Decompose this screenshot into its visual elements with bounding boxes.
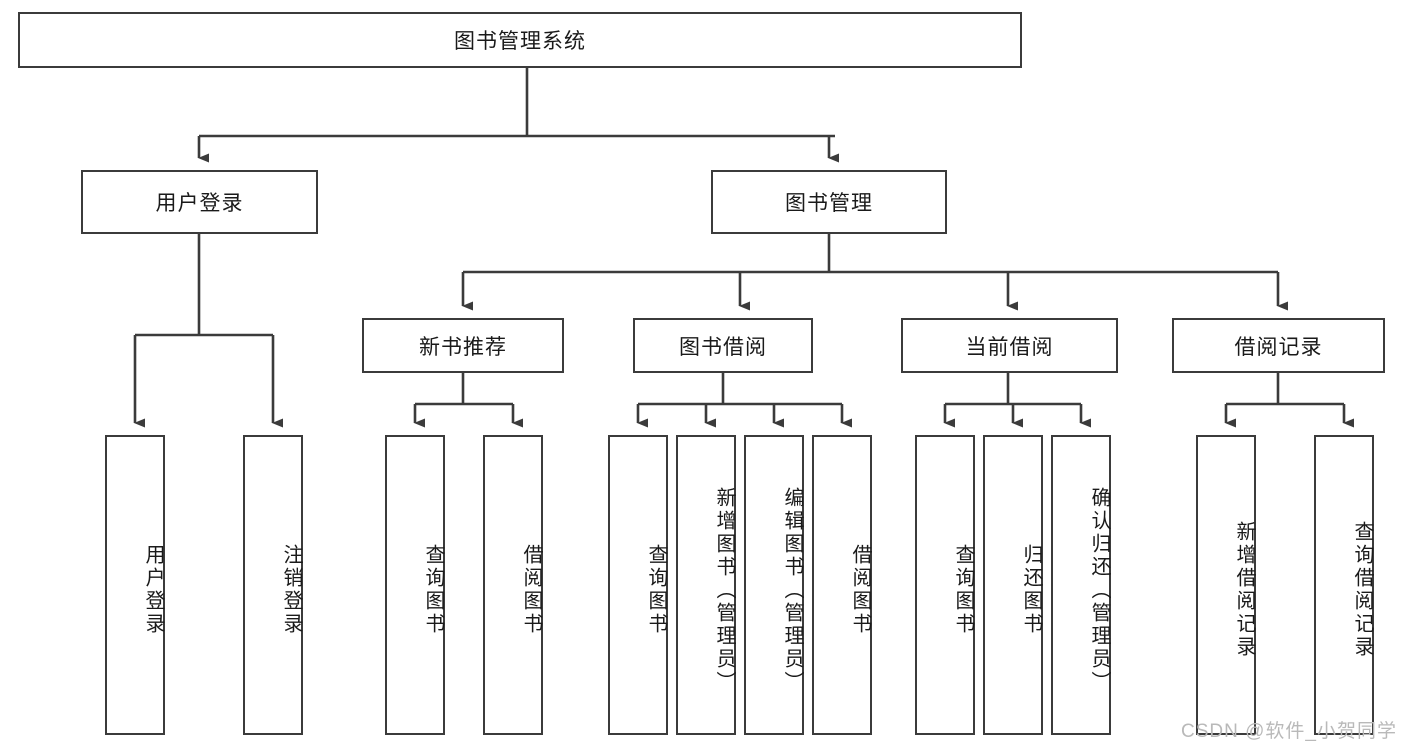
- node-user-login-label: 用户登录: [155, 192, 244, 215]
- leaf-rec-query-record-label: 查询借阅记录: [1351, 521, 1373, 659]
- leaf-rec-query-book[interactable]: 查询图书: [385, 435, 445, 735]
- leaf-cur-confirm-return-label: 确认归还（管理员）: [1088, 486, 1110, 694]
- leaf-borrow-borrow-book-label: 借阅图书: [849, 544, 871, 636]
- node-new-book-recommend-label: 新书推荐: [419, 335, 507, 359]
- leaf-borrow-edit-book[interactable]: 编辑图书（管理员）: [744, 435, 804, 735]
- node-book-borrow[interactable]: 图书借阅: [633, 318, 813, 373]
- node-root-label: 图书管理系统: [454, 30, 586, 53]
- leaf-borrow-edit-book-label: 编辑图书（管理员）: [781, 486, 803, 694]
- node-borrow-record[interactable]: 借阅记录: [1172, 318, 1385, 373]
- node-current-borrow[interactable]: 当前借阅: [901, 318, 1118, 373]
- node-root[interactable]: 图书管理系统: [18, 12, 1022, 68]
- leaf-cur-confirm-return[interactable]: 确认归还（管理员）: [1051, 435, 1111, 735]
- leaf-borrow-borrow-book[interactable]: 借阅图书: [812, 435, 872, 735]
- leaf-cur-query-book[interactable]: 查询图书: [915, 435, 975, 735]
- leaf-logout[interactable]: 注销登录: [243, 435, 303, 735]
- node-book-manage-label: 图书管理: [785, 192, 873, 215]
- node-current-borrow-label: 当前借阅: [965, 335, 1054, 359]
- node-book-manage[interactable]: 图书管理: [711, 170, 947, 234]
- node-borrow-record-label: 借阅记录: [1234, 335, 1323, 359]
- leaf-borrow-query-book-label: 查询图书: [645, 544, 667, 636]
- leaf-logout-label: 注销登录: [280, 544, 302, 636]
- leaf-rec-borrow-book-label: 借阅图书: [520, 544, 542, 636]
- leaf-cur-query-book-label: 查询图书: [952, 544, 974, 636]
- leaf-cur-return-book[interactable]: 归还图书: [983, 435, 1043, 735]
- leaf-rec-add-record-label: 新增借阅记录: [1233, 521, 1255, 659]
- leaf-rec-query-book-label: 查询图书: [422, 544, 444, 636]
- leaf-borrow-add-book-label: 新增图书（管理员）: [713, 486, 735, 694]
- leaf-user-login-label: 用户登录: [142, 544, 164, 636]
- leaf-rec-query-record[interactable]: 查询借阅记录: [1314, 435, 1374, 735]
- node-user-login[interactable]: 用户登录: [81, 170, 318, 234]
- leaf-borrow-query-book[interactable]: 查询图书: [608, 435, 668, 735]
- node-book-borrow-label: 图书借阅: [679, 335, 767, 359]
- node-new-book-recommend[interactable]: 新书推荐: [362, 318, 564, 373]
- leaf-rec-add-record[interactable]: 新增借阅记录: [1196, 435, 1256, 735]
- leaf-borrow-add-book[interactable]: 新增图书（管理员）: [676, 435, 736, 735]
- leaf-user-login[interactable]: 用户登录: [105, 435, 165, 735]
- leaf-rec-borrow-book[interactable]: 借阅图书: [483, 435, 543, 735]
- leaf-cur-return-book-label: 归还图书: [1020, 544, 1042, 636]
- watermark: CSDN @软件_小贺同学: [1181, 721, 1397, 742]
